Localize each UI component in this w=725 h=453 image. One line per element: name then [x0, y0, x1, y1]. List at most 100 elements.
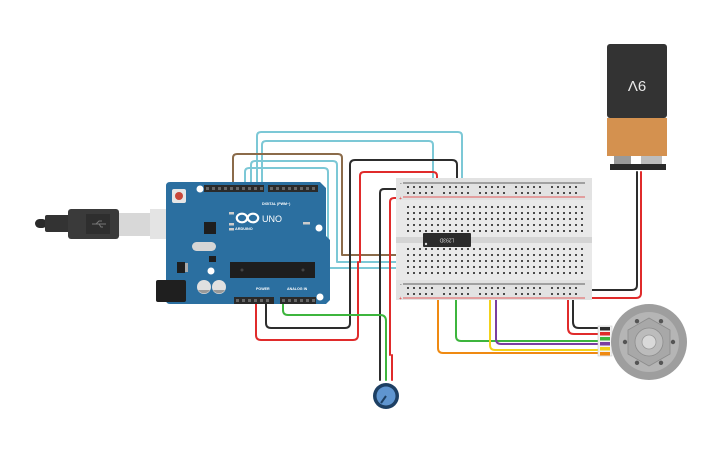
arduino-uno-board[interactable]: DIGITAL (PWM~) ARDUINO UNO	[156, 182, 330, 304]
wire-black-top[interactable]	[349, 159, 458, 261]
breadboard-hole	[533, 186, 535, 188]
pin-socket	[248, 187, 251, 190]
breadboard-hole	[527, 272, 529, 274]
breadboard-hole	[557, 293, 559, 295]
breadboard-hole	[491, 192, 493, 194]
wire-yellow-motor[interactable]	[489, 229, 601, 351]
breadboard-hole	[533, 260, 535, 262]
breadboard-hole	[569, 186, 571, 188]
breadboard-hole	[467, 254, 469, 256]
encoder-dc-motor[interactable]	[597, 304, 687, 380]
breadboard-hole	[503, 230, 505, 232]
breadboard-hole	[503, 218, 505, 220]
breadboard-hole	[509, 266, 511, 268]
breadboard-hole	[575, 224, 577, 226]
breadboard-hole	[479, 224, 481, 226]
wire-red-5v[interactable]	[255, 261, 359, 341]
wire-green-a0[interactable]	[282, 299, 387, 381]
wire-teal-4[interactable]	[244, 167, 433, 269]
breadboard-hole	[455, 224, 457, 226]
arduino-model: UNO	[262, 214, 282, 224]
wire-purple-motor[interactable]	[495, 229, 601, 345]
breadboard-hole	[545, 266, 547, 268]
breadboard-hole	[521, 260, 523, 262]
breadboard-hole	[569, 272, 571, 274]
breadboard-hole	[581, 206, 583, 208]
breadboard-hole	[515, 260, 517, 262]
breadboard-hole	[455, 218, 457, 220]
breadboard-hole	[449, 248, 451, 250]
breadboard-hole	[431, 212, 433, 214]
breadboard-hole	[491, 254, 493, 256]
breadboard-hole	[527, 192, 529, 194]
breadboard-hole	[539, 218, 541, 220]
breadboard-hole	[581, 224, 583, 226]
breadboard-hole	[497, 206, 499, 208]
breadboard-hole	[491, 266, 493, 268]
breadboard-hole	[473, 248, 475, 250]
wire-red-top[interactable]	[359, 171, 438, 263]
breadboard-hole	[407, 186, 409, 188]
breadboard-hole	[443, 266, 445, 268]
pin-socket	[230, 187, 233, 190]
breadboard-hole	[527, 224, 529, 226]
breadboard-hole	[527, 287, 529, 289]
pin-socket	[270, 187, 273, 190]
digital-header-left[interactable]	[204, 185, 264, 192]
breadboard-hole	[443, 230, 445, 232]
breadboard-hole	[527, 254, 529, 256]
potentiometer[interactable]	[373, 383, 399, 409]
breadboard-hole	[521, 212, 523, 214]
breadboard-hole	[473, 272, 475, 274]
digital-header-right[interactable]	[268, 185, 318, 192]
wire-black-motor[interactable]	[572, 285, 601, 329]
breadboard-hole	[479, 254, 481, 256]
pin-socket	[224, 187, 227, 190]
breadboard-hole	[503, 192, 505, 194]
wire-black-battery[interactable]	[579, 171, 638, 291]
breadboard-hole	[551, 248, 553, 250]
breadboard-hole	[551, 266, 553, 268]
breadboard-hole	[503, 254, 505, 256]
wire-brown[interactable]	[232, 153, 426, 256]
wire-green-motor[interactable]	[455, 275, 601, 342]
breadboard-hole	[467, 248, 469, 250]
wire-black-rail[interactable]	[379, 188, 416, 331]
breadboard-hole	[449, 287, 451, 289]
breadboard-hole	[455, 230, 457, 232]
breadboard-hole	[455, 293, 457, 295]
mounting-hole	[207, 267, 215, 275]
wire-black-gnd[interactable]	[265, 259, 351, 329]
power-jack[interactable]	[156, 280, 186, 302]
battery-9v[interactable]: 9V	[607, 44, 667, 170]
wire-teal-1[interactable]	[256, 131, 463, 216]
pin-socket	[294, 187, 297, 190]
l293d-ic[interactable]: L293D	[423, 233, 471, 247]
wire-teal-2[interactable]	[261, 140, 434, 219]
analog-header[interactable]	[280, 297, 316, 304]
breadboard-hole	[425, 254, 427, 256]
wire-teal-3[interactable]	[250, 160, 464, 263]
wire-orange-motor[interactable]	[437, 271, 601, 354]
breadboard-hole	[449, 230, 451, 232]
breadboard-hole	[503, 287, 505, 289]
usb-chip	[204, 222, 216, 234]
wire-red-rail[interactable]	[389, 197, 426, 356]
wire-red-battery[interactable]	[579, 171, 642, 299]
breadboard-hole	[431, 218, 433, 220]
breadboard-hole	[491, 293, 493, 295]
breadboard-hole	[521, 218, 523, 220]
breadboard-hole	[479, 212, 481, 214]
breadboard-hole	[407, 230, 409, 232]
breadboard-hole	[455, 272, 457, 274]
wire-red-motor[interactable]	[567, 295, 601, 335]
usb-cable[interactable]	[35, 209, 172, 239]
breadboard-hole	[521, 272, 523, 274]
breadboard[interactable]: - + - +	[396, 178, 592, 302]
reset-button-cap[interactable]	[175, 192, 183, 200]
breadboard-hole	[503, 266, 505, 268]
breadboard-hole	[527, 206, 529, 208]
arduino-brand: ARDUINO	[235, 227, 253, 231]
breadboard-hole	[581, 254, 583, 256]
